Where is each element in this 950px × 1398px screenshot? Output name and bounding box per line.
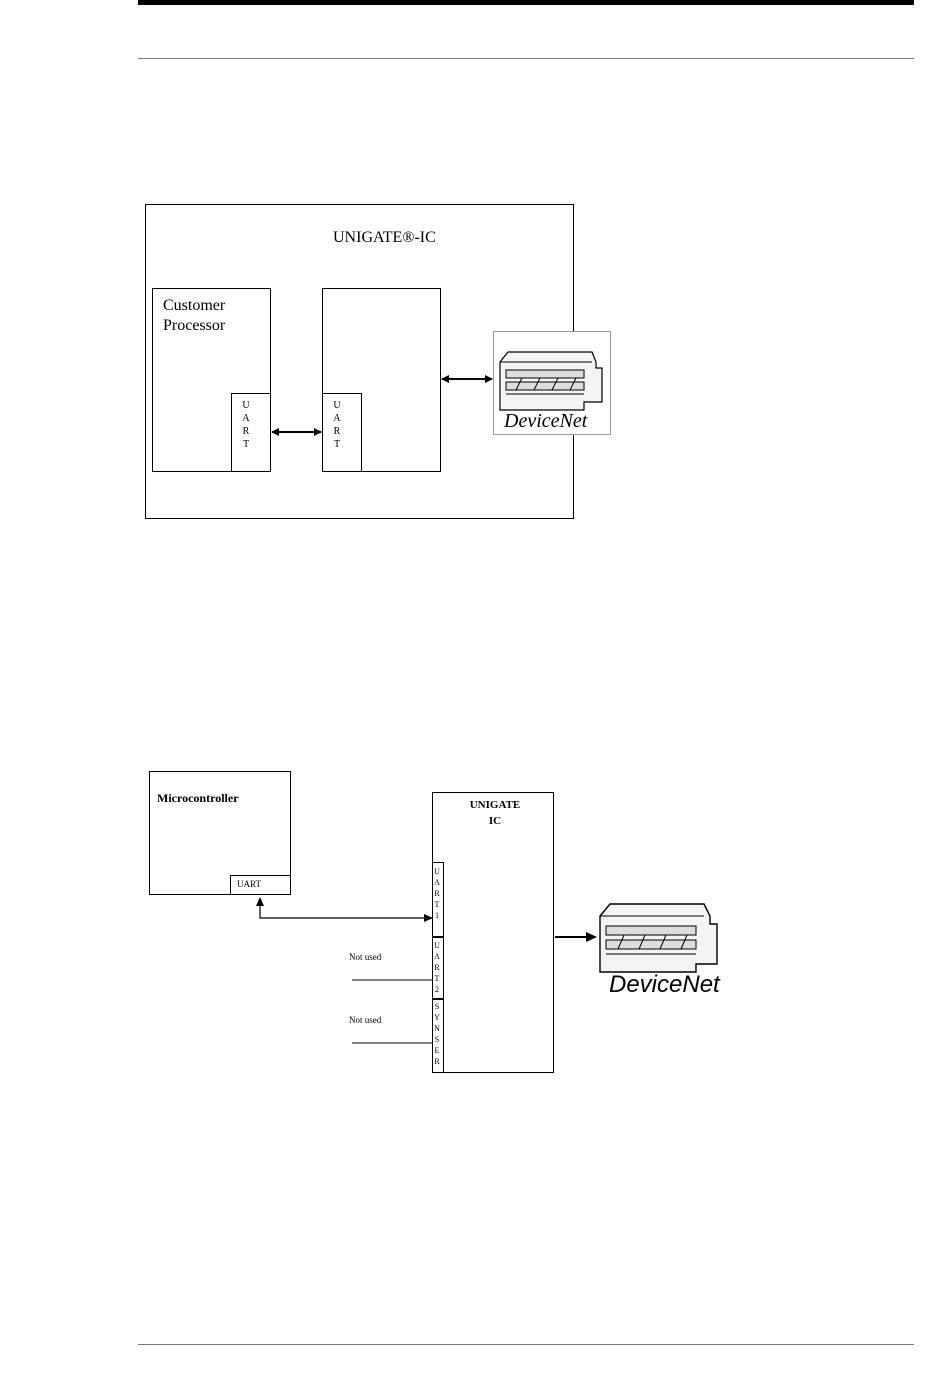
uart1-link-arrowhead-up: [256, 897, 264, 906]
devicenet-output-arrowhead: [586, 932, 597, 942]
uart1-link-arrowhead-right: [424, 914, 433, 922]
devicenet-connector-icon-2: [600, 904, 717, 972]
uart1-link-line: [260, 898, 432, 918]
